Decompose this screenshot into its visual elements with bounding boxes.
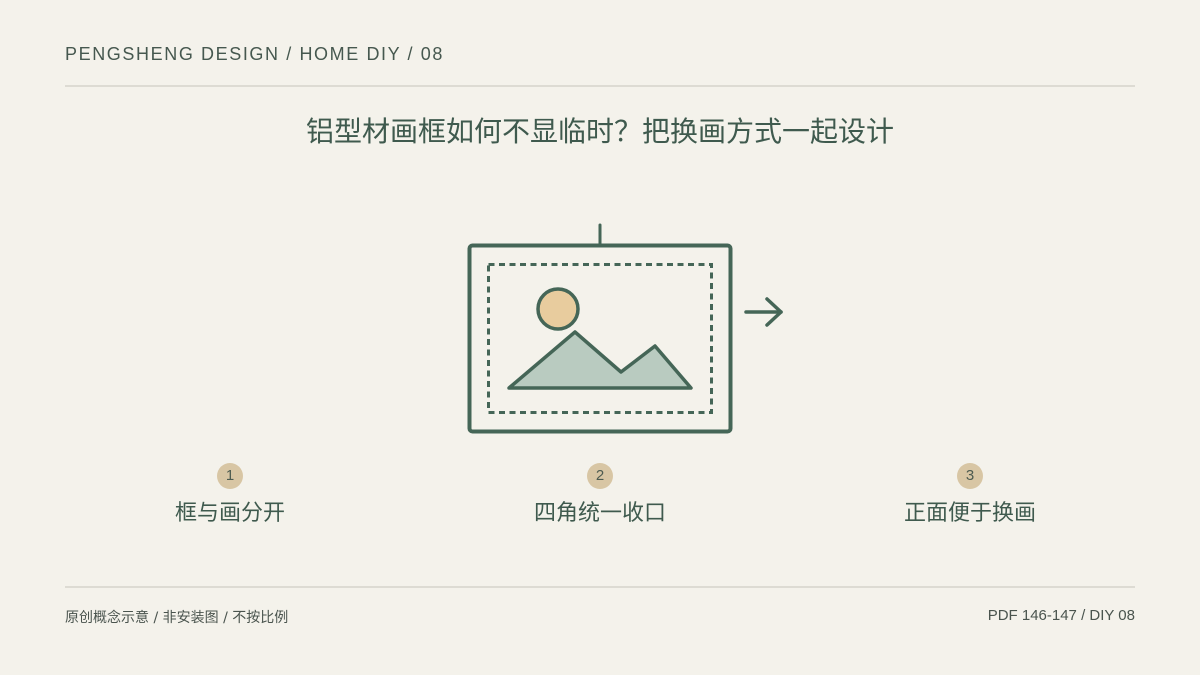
step-label: 框与画分开 [174,501,285,526]
frame-icon [467,243,733,434]
page-title: 铝型材画框如何不显临时？把换画方式一起设计 [305,115,894,148]
footer-divider [65,586,1135,588]
step-number-badge: 1 [217,463,243,489]
footer-page-ref: PDF 146-147 / DIY 08 [987,607,1135,624]
frame-illustration [460,220,800,440]
sun-icon [536,287,580,331]
inner-dashed-border [487,263,713,414]
step-number-badge: 2 [587,463,613,489]
step-3: 3 正面便于换画 [850,463,1090,527]
step-label: 正面便于换画 [903,501,1036,526]
footer-note: 原创概念示意 / 非安装图 / 不按比例 [65,610,289,626]
header-breadcrumb: PENGSHENG DESIGN / HOME DIY / 08 [65,44,444,64]
step-1: 1 框与画分开 [110,463,350,527]
step-label: 四角统一收口 [533,501,666,526]
header-divider [65,85,1135,87]
step-number-badge: 3 [957,463,983,489]
step-2: 2 四角统一收口 [480,463,720,527]
arrow-right-icon [744,297,783,327]
mountain-icon [507,330,693,390]
